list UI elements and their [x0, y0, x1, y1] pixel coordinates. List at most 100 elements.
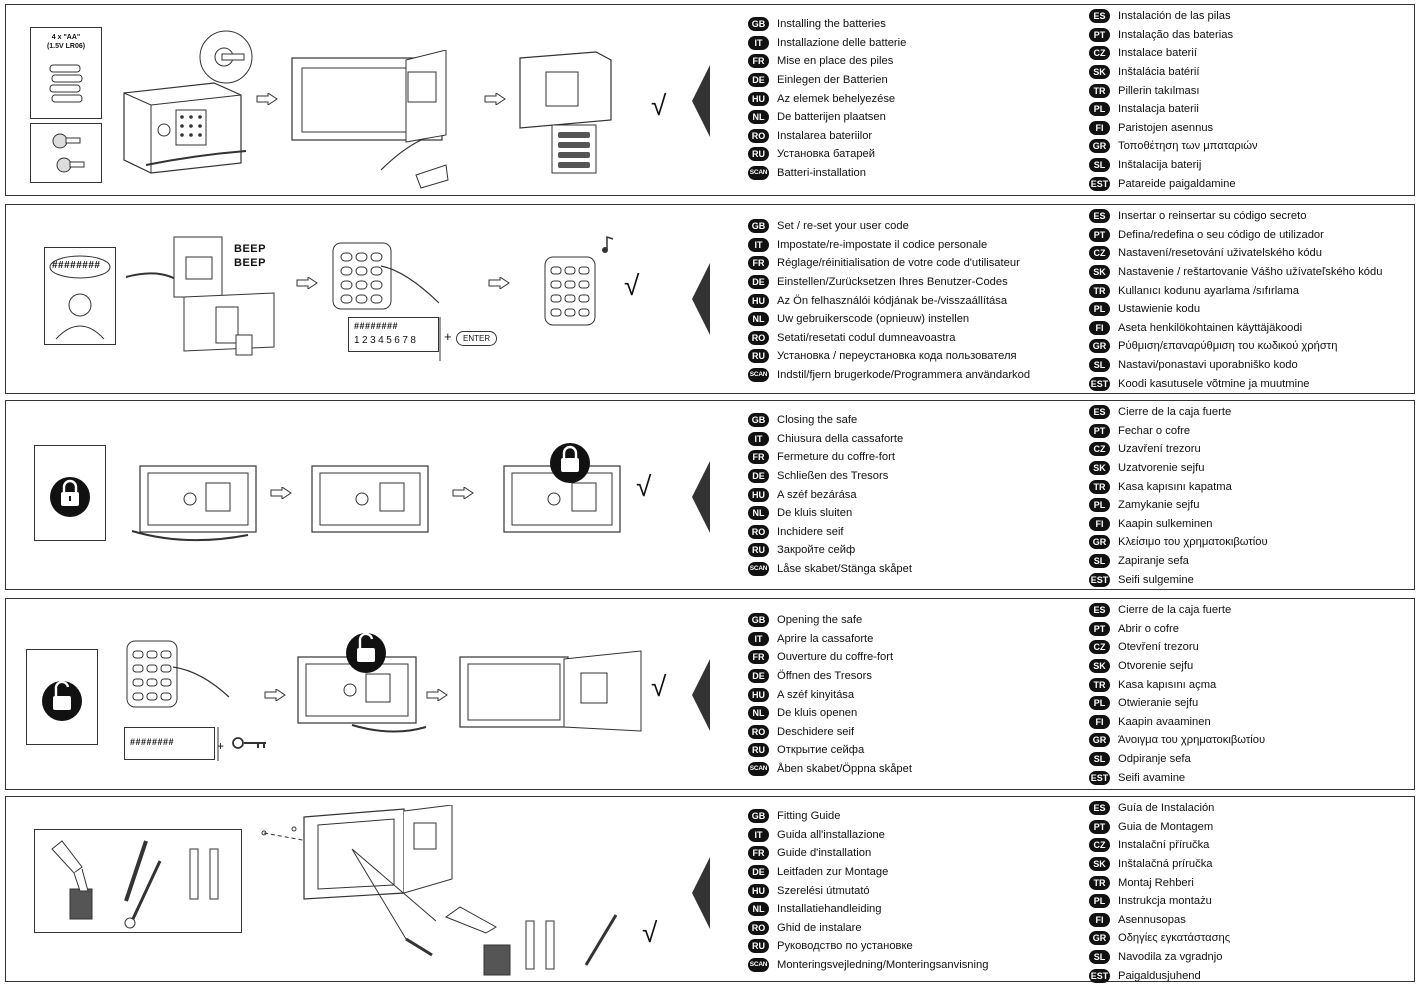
- safe-door-closing-illustration: [131, 465, 257, 542]
- code-and-key-box: [124, 727, 266, 761]
- language-code-badge: CZ: [1089, 442, 1110, 457]
- safe-locked-illustration: [503, 443, 621, 533]
- language-code-badge: FI: [1089, 516, 1110, 531]
- language-caption: Nastavení/resetování uživatelského kódu: [1118, 247, 1322, 260]
- language-caption: Set / re-set your user code: [777, 220, 909, 233]
- language-caption: Установка батарей: [777, 148, 876, 161]
- language-caption: Kaapin avaaminen: [1118, 715, 1211, 728]
- checkmark: √: [651, 671, 667, 702]
- language-caption: Låse skabet/Stänga skåpet: [777, 563, 912, 576]
- arrow-right-icon: [264, 689, 286, 701]
- opening-safe-illustration: ######## + √: [6, 599, 696, 789]
- language-caption: Κλείσιμο του χρηματοκιβωτίου: [1118, 536, 1268, 549]
- language-caption: Réglage/réinitialisation de votre code d…: [777, 257, 1020, 270]
- language-caption: Leitfaden zur Montage: [777, 866, 889, 879]
- language-code-badge: EST: [1089, 376, 1110, 391]
- language-code-badge: FR: [748, 846, 769, 861]
- section-pointer-arrow: [692, 857, 710, 929]
- plus-sign: +: [217, 739, 225, 753]
- language-code-badge: ES: [1089, 603, 1110, 618]
- safe-with-key-illustration: [123, 30, 253, 174]
- language-caption: Patareide paigaldamine: [1118, 177, 1236, 190]
- language-caption: Otvorenie sejfu: [1118, 660, 1194, 673]
- language-caption: Kasa kapısını kapatma: [1118, 480, 1232, 493]
- language-caption: Otwieranie sejfu: [1118, 697, 1199, 710]
- language-code-badge: RO: [748, 128, 769, 143]
- arrow-right-icon: [484, 93, 506, 105]
- language-code-badge: IT: [748, 431, 769, 446]
- language-code-badge: GB: [748, 219, 769, 234]
- language-caption: Открытие сейфа: [777, 744, 865, 757]
- safe-unlocked-illustration: [297, 632, 427, 733]
- language-row-tr: TR Kasa kapısını kapatma: [1089, 477, 1268, 496]
- safe-door-open-illustration: [459, 650, 642, 732]
- language-caption: Inchidere seif: [777, 525, 844, 538]
- locked-padlock-box: [34, 445, 106, 541]
- language-caption: Zapiranje sefa: [1118, 555, 1189, 568]
- language-caption: Nastavenie / reštartovanie Vášho užívate…: [1118, 266, 1383, 279]
- language-code-badge: GB: [748, 809, 769, 824]
- language-code-badge: PL: [1089, 102, 1110, 117]
- language-code-badge: SL: [1089, 358, 1110, 373]
- language-code-badge: SL: [1089, 158, 1110, 173]
- language-code-badge: IT: [748, 631, 769, 646]
- language-code-badge: FI: [1089, 120, 1110, 135]
- language-caption: Batteri-installation: [777, 167, 866, 180]
- language-caption: Τοποθέτηση των μπαταριών: [1118, 140, 1258, 153]
- language-code-badge: GR: [1089, 931, 1110, 946]
- language-code-badge: ES: [1089, 9, 1110, 24]
- language-caption: Ghid de instalare: [777, 921, 862, 934]
- safe-open-battery-cover-illustration: [291, 50, 449, 189]
- language-caption: Οδηγίες εγκατάστασης: [1118, 932, 1231, 945]
- language-caption: Seifi avamine: [1118, 771, 1186, 784]
- language-code-badge: FI: [1089, 320, 1110, 335]
- section-pointer-arrow: [692, 65, 710, 137]
- section-pointer-arrow: [692, 263, 710, 335]
- unlocked-padlock-box: [26, 649, 98, 745]
- language-code-badge: NL: [748, 312, 769, 327]
- plus-sign: +: [444, 329, 452, 344]
- keypad-confirm-illustration: [544, 235, 614, 326]
- language-code-badge: CZ: [1089, 640, 1110, 655]
- language-caption: Cierre de la caja fuerte: [1118, 406, 1232, 419]
- checkmark: √: [636, 471, 652, 502]
- language-code-badge: PL: [1089, 498, 1110, 513]
- checkmark: √: [651, 90, 667, 121]
- section-pointer-arrow: [692, 461, 710, 533]
- language-caption: Öffnen des Tresors: [777, 670, 872, 683]
- language-code-badge: TR: [1089, 479, 1110, 494]
- language-code-badge: GB: [748, 17, 769, 32]
- language-code-badge: FR: [748, 54, 769, 69]
- language-caption: Schließen des Tresors: [777, 470, 889, 483]
- language-code-badge: SCAN: [748, 562, 769, 577]
